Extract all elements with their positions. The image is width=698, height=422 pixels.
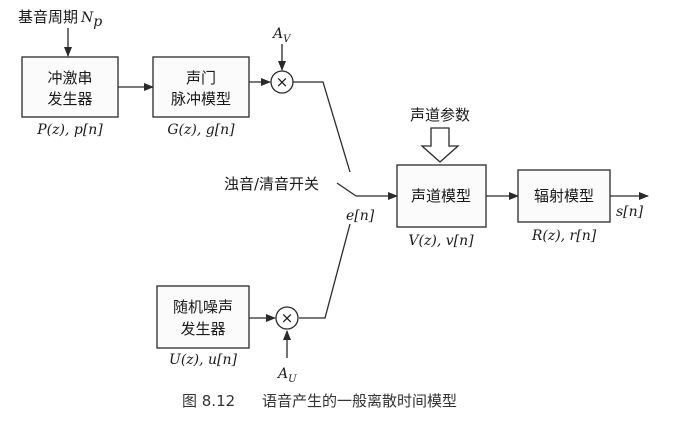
excitation-label: e[n] [346,208,375,224]
vocal-tract-label: 声道模型 [411,187,471,205]
glottal-pulse-func: G(z), g[n] [167,122,235,138]
noise-generator-label-2: 发生器 [180,320,225,338]
noise-generator-label-1: 随机噪声 [173,298,233,316]
voiced-path [293,81,351,173]
impulse-generator-label-1: 冲激串 [47,69,92,87]
noise-generator-block [156,285,250,349]
tract-params-label: 声道参数 [410,106,470,124]
radiation-block [517,169,611,223]
impulse-generator-label-2: 发生器 [47,90,92,108]
unvoiced-path [299,223,351,319]
voiced-gain-label: AV [271,26,292,45]
output-label: s[n] [616,204,644,220]
tract-params-arrow [420,127,460,163]
radiation-label: 辐射模型 [534,187,594,205]
glottal-pulse-label-1: 声门 [186,69,216,87]
unvoiced-gain-label: AU [276,366,297,385]
unvoiced-multiplier [275,306,299,330]
impulse-generator-block [21,56,119,118]
switch-label: 浊音/清音开关 [224,175,319,193]
noise-generator-func: U(z), u[n] [169,352,237,368]
voiced-multiplier-symbol: × [276,73,289,91]
glottal-pulse-label-2: 脉冲模型 [171,90,231,108]
figure-number: 图 8.12 [182,392,235,410]
vocal-tract-block [396,164,487,228]
figure-caption: 语音产生的一般离散时间模型 [262,392,457,410]
vocal-tract-func: V(z), v[n] [408,233,474,249]
unvoiced-multiplier-symbol: × [281,309,294,327]
switch-arm [336,182,357,197]
impulse-generator-func: P(z), p[n] [36,122,103,138]
radiation-func: R(z), r[n] [531,228,597,244]
glottal-pulse-block [152,56,250,118]
